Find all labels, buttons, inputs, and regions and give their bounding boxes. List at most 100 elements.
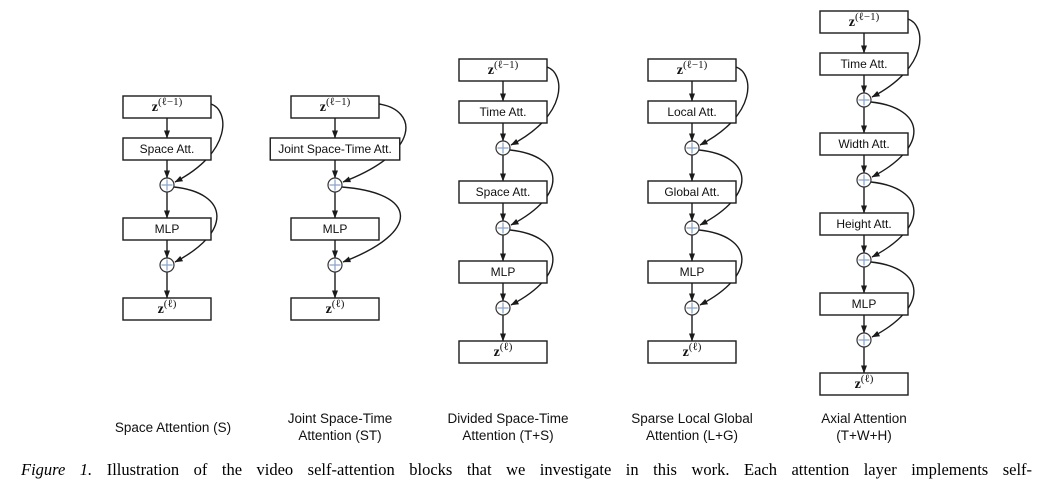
box-local-att xyxy=(647,100,737,124)
sum-node-circled-plus-icon xyxy=(495,300,511,316)
skip-connection-arrow xyxy=(342,103,407,183)
box-mlp xyxy=(819,292,909,316)
box-label: Height Att. xyxy=(836,217,891,231)
sum-node-circled-plus-icon xyxy=(856,92,872,108)
diagram-label-line: (T+W+H) xyxy=(836,428,892,443)
sum-node-circled-plus-icon xyxy=(684,220,700,236)
box-label: MLP xyxy=(323,222,348,236)
skip-connection-arrow xyxy=(174,103,224,183)
box-label: Time Att. xyxy=(841,57,888,71)
sum-node-circled-plus-icon xyxy=(327,257,343,273)
skip-connection-arrow xyxy=(870,181,915,258)
box-label: MLP xyxy=(155,222,180,236)
box-global-att xyxy=(647,180,737,204)
skip-connection-arrow xyxy=(698,229,743,306)
diagram-label-line: Divided Space-Time xyxy=(447,411,569,426)
box-label: z(ℓ) xyxy=(326,298,345,317)
box-tensor-output xyxy=(122,297,212,321)
skip-connection-arrow xyxy=(173,186,218,263)
box-tensor-output xyxy=(647,340,737,364)
box-tensor-input xyxy=(647,58,737,82)
box-label: Global Att. xyxy=(664,185,719,199)
box-tensor-input xyxy=(819,10,909,34)
sum-node-circled-plus-icon xyxy=(856,172,872,188)
sum-node-circled-plus-icon xyxy=(327,177,343,193)
box-tensor-input xyxy=(122,95,212,119)
skip-connection-arrow xyxy=(341,186,402,263)
box-joint-space-time-att xyxy=(269,137,401,161)
box-space-att xyxy=(458,180,548,204)
diagram-label-line: Sparse Local Global xyxy=(631,411,753,426)
box-label: Local Att. xyxy=(667,105,716,119)
diagram-label-line: Attention (T+S) xyxy=(462,428,554,443)
diagram-label-line: Joint Space-Time xyxy=(287,411,393,426)
box-label: z(ℓ−1) xyxy=(152,96,183,115)
skip-connection-arrow xyxy=(871,18,921,98)
diagram-axial-attention: z(ℓ−1) Time Att. Width Att. Height Att. MLP z… xyxy=(819,10,921,396)
box-label: Space Att. xyxy=(140,142,195,156)
box-tensor-output xyxy=(458,340,548,364)
box-label: Width Att. xyxy=(838,137,889,151)
diagram-divided-space-time-attention: z(ℓ−1) Time Att. Space Att. MLP z(ℓ) xyxy=(458,58,560,364)
sum-node-circled-plus-icon xyxy=(684,300,700,316)
sum-node-circled-plus-icon xyxy=(159,177,175,193)
skip-connection-arrow xyxy=(870,101,915,178)
box-tensor-input xyxy=(458,58,548,82)
box-label: Time Att. xyxy=(480,105,527,119)
sum-node-circled-plus-icon xyxy=(856,252,872,268)
box-tensor-input xyxy=(290,95,380,119)
diagram-space-attention: z(ℓ−1) Space Att. MLP z(ℓ) xyxy=(122,95,224,321)
box-label: z(ℓ) xyxy=(683,341,702,360)
sum-node-circled-plus-icon xyxy=(159,257,175,273)
box-mlp xyxy=(122,217,212,241)
figure-caption: Figure 1. Illustration of the video self… xyxy=(21,459,1032,480)
diagram-label-line: Space Attention (S) xyxy=(114,419,232,435)
box-label: Joint Space-Time Att. xyxy=(278,142,392,156)
box-label: z(ℓ−1) xyxy=(488,59,519,78)
box-height-att xyxy=(819,212,909,236)
skip-connection-arrow xyxy=(509,149,554,226)
sum-node-circled-plus-icon xyxy=(495,140,511,156)
diagram-sparse-local-global-attention: z(ℓ−1) Local Att. Global Att. MLP z(ℓ) xyxy=(647,58,749,364)
box-label: MLP xyxy=(491,265,516,279)
diagram-label-axial-attention: Axial Attention (T+W+H) xyxy=(821,409,907,445)
sum-node-circled-plus-icon xyxy=(856,332,872,348)
box-width-att xyxy=(819,132,909,156)
attention-diagrams-canvas: z(ℓ−1) Space Att. MLP z(ℓ) z(ℓ−1) Joint Space… xyxy=(122,10,921,396)
skip-connection-arrow xyxy=(870,261,915,338)
box-label: z(ℓ−1) xyxy=(677,59,708,78)
box-mlp xyxy=(647,260,737,284)
sum-node-circled-plus-icon xyxy=(495,220,511,236)
sum-node-circled-plus-icon xyxy=(684,140,700,156)
box-time-att xyxy=(458,100,548,124)
box-tensor-output xyxy=(290,297,380,321)
box-label: z(ℓ−1) xyxy=(849,11,880,30)
box-mlp xyxy=(290,217,380,241)
box-label: z(ℓ) xyxy=(494,341,513,360)
diagram-label-space-attention: Space Attention (S) xyxy=(115,409,231,445)
diagram-label-line: Attention (ST) xyxy=(298,428,382,443)
box-label: MLP xyxy=(852,297,877,311)
skip-connection-arrow xyxy=(509,229,554,306)
box-mlp xyxy=(458,260,548,284)
skip-connection-arrow xyxy=(510,66,560,146)
box-time-att xyxy=(819,52,909,76)
skip-connection-arrow xyxy=(698,149,743,226)
figure-caption-text: Illustration of the video self-attention… xyxy=(106,460,1033,479)
box-label: MLP xyxy=(680,265,705,279)
skip-connection-arrow xyxy=(699,66,749,146)
diagram-label-line: Attention (L+G) xyxy=(646,428,738,443)
box-label: z(ℓ) xyxy=(855,373,874,392)
box-tensor-output xyxy=(819,372,909,396)
figure-caption-number: Figure 1. xyxy=(21,460,93,479)
box-label: z(ℓ−1) xyxy=(320,96,351,115)
box-label: Space Att. xyxy=(476,185,531,199)
box-label: z(ℓ) xyxy=(158,298,177,317)
diagram-label-line: Axial Attention xyxy=(821,411,907,426)
box-space-att xyxy=(122,137,212,161)
